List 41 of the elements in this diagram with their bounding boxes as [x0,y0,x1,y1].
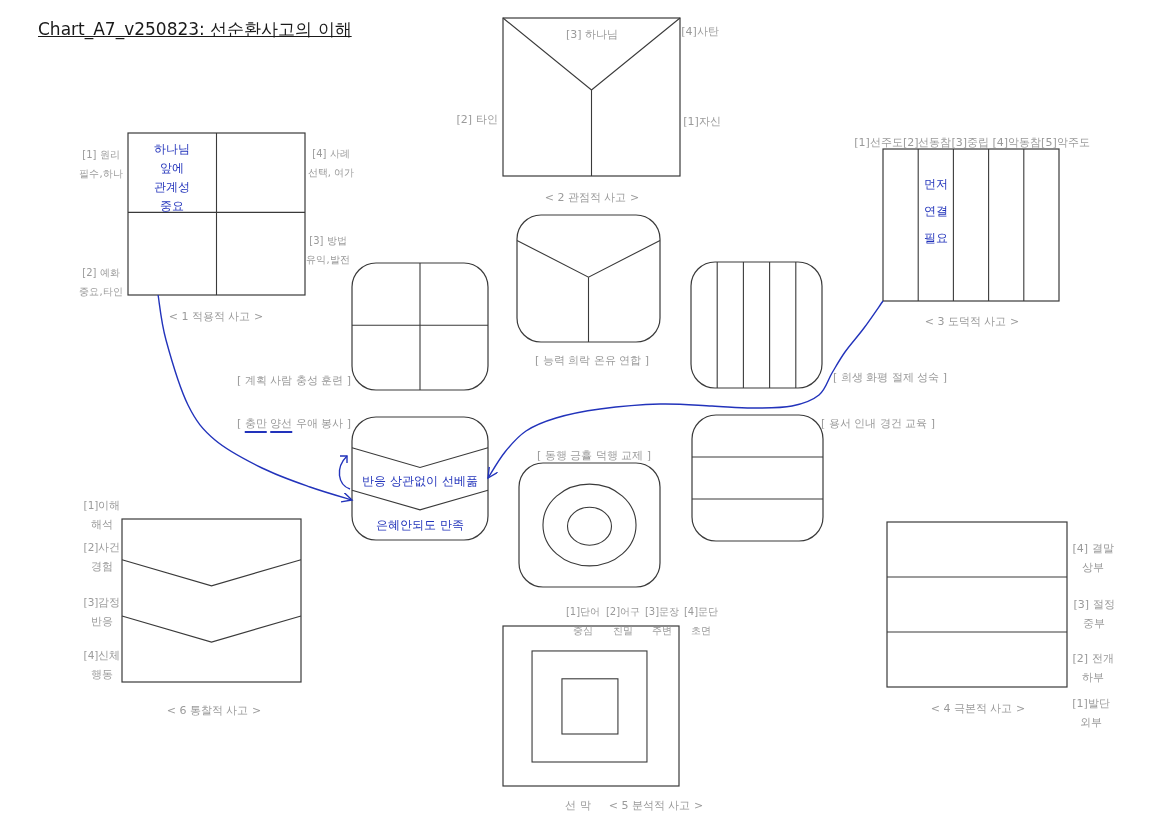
diagram-caption: < 2 관점적 사고 > [544,191,640,204]
region-label: [1]자신 [683,115,721,128]
diagram-caption: < 1 적용적 사고 > [168,310,264,323]
region-label: [1] 원리 필수,하나 [79,149,123,179]
region-label: [ 희생 화평 절제 성숙 ] [832,371,948,384]
region-label: 선 막 [565,799,591,812]
diagram-caption: < 3 도덕적 사고 > [924,315,1020,328]
region-label: [1]단어 중심 [565,606,601,636]
region-label: [3] 방법 유익,발전 [306,235,350,265]
handwritten-note: 은혜안되도 만족 [376,518,464,532]
region-label: [1]이해 해석 [83,499,121,530]
region-label: [ 능력 희락 온유 연합 ] [534,354,650,367]
region-label: [1]발단 외부 [1072,697,1110,729]
region-label: [ 충만 양선 우애 봉사 ] [236,417,352,430]
region-label: [2] 전개 하부 [1072,652,1114,684]
region-label: [1]선주도[2]선동참[3]중립 [4]악동참[5]악주도 [854,136,1090,149]
region-label: [4]사탄 [681,25,719,38]
region-label: [4]문단 초면 [683,606,719,636]
region-label: [3] 절정 중부 [1073,598,1115,630]
region-label: [3]감정 반응 [83,596,121,627]
diagram-caption: < 6 통찰적 사고 > [166,704,262,717]
region-label: [ 계획 사람 충성 훈련 ] [236,374,352,387]
region-label: [2]어구 친밀 [605,606,641,636]
region-label: [ 동행 긍휼 덕행 교제 ] [536,449,652,462]
diagram-caption: < 4 극본적 사고 > [930,702,1026,715]
region-label: [ 용서 인내 경건 교육 ] [820,417,936,430]
region-label: [4]신체 행동 [83,649,121,680]
region-label: [3] 하나님 [565,28,619,41]
handwritten-note: 반응 상관없이 선베풂 [362,474,478,488]
region-label: [4] 사례 선택, 여가 [307,148,355,178]
region-label: [2] 예화 중요,타인 [79,267,123,297]
region-label: [2] 타인 [456,113,498,126]
curved-arrow [157,294,353,503]
chart-title: Chart_A7_v250823: 선순환사고의 이해 [38,18,352,40]
region-label: [4] 결말 상부 [1072,542,1114,574]
region-label: [2]사건 경험 [83,541,121,572]
handwritten-note: 하나님 앞에 관계성 중요 [154,142,190,213]
curved-arrow [487,300,884,479]
region-label: [3]문장 주변 [644,606,680,636]
diagram-caption: < 5 분석적 사고 > [608,799,704,812]
handwritten-note: 먼저 연결 필요 [923,177,948,245]
